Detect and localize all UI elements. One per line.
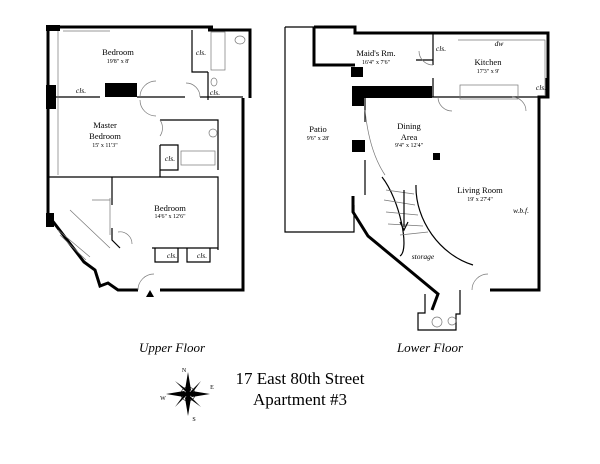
closet-label: cls. — [436, 44, 446, 53]
closet-label: cls. — [197, 251, 207, 260]
upper-bedroom-2-dims: 14'6" x 12'6" — [154, 214, 186, 220]
master-bedroom-name-line1: Master — [93, 120, 117, 130]
address-title: 17 East 80th Street — [236, 369, 365, 388]
dining-area-name-line2: Area — [401, 132, 418, 142]
compass-rose-icon: N E S W — [160, 368, 214, 423]
closet-label: cls. — [536, 83, 546, 92]
living-room-dims: 19' x 27'4" — [467, 197, 493, 203]
maids-room-name: Maid's Rm. — [356, 48, 395, 58]
compass-north: N — [182, 368, 187, 374]
dishwasher-label: dw — [495, 39, 504, 48]
compass-east: E — [210, 385, 214, 391]
dining-area-name-line1: Dining — [397, 121, 421, 131]
upper-bedroom-1-dims: 19'8" x 8' — [107, 59, 130, 65]
master-bedroom-name-line2: Bedroom — [89, 131, 121, 141]
compass-south: S — [192, 417, 195, 423]
kitchen-dims: 17'3" x 9' — [477, 69, 500, 75]
patio-name: Patio — [309, 124, 326, 134]
patio-dims: 9'6" x 28' — [307, 136, 330, 142]
lower-floor-plan: Maid's Rm. 16'4" x 7'6" cls. dw Kitchen … — [284, 25, 550, 331]
closet-label: cls. — [167, 251, 177, 260]
lower-floor-label: Lower Floor — [396, 340, 464, 355]
upper-floor-plan: Bedroom 19'8" x 8' cls. cls. cls. Master… — [46, 25, 252, 297]
closet-label: cls. — [76, 86, 86, 95]
upper-bedroom-2-name: Bedroom — [154, 203, 186, 213]
master-bedroom-dims: 15' x 11'3" — [92, 143, 118, 149]
storage-label: storage — [412, 252, 435, 261]
closet-label: cls. — [196, 48, 206, 57]
upper-bedroom-1-name: Bedroom — [102, 47, 134, 57]
living-room-name: Living Room — [457, 185, 503, 195]
dining-area-dims: 9'4" x 12'4" — [395, 143, 424, 149]
closet-label: cls. — [165, 154, 175, 163]
closet-label: cls. — [210, 88, 220, 97]
compass-west: W — [160, 396, 166, 402]
kitchen-name: Kitchen — [475, 57, 503, 67]
upper-floor-label: Upper Floor — [139, 340, 206, 355]
apartment-title: Apartment #3 — [253, 390, 347, 409]
fireplace-label: w.b.f. — [513, 206, 529, 215]
maids-room-dims: 16'4" x 7'6" — [362, 60, 391, 66]
